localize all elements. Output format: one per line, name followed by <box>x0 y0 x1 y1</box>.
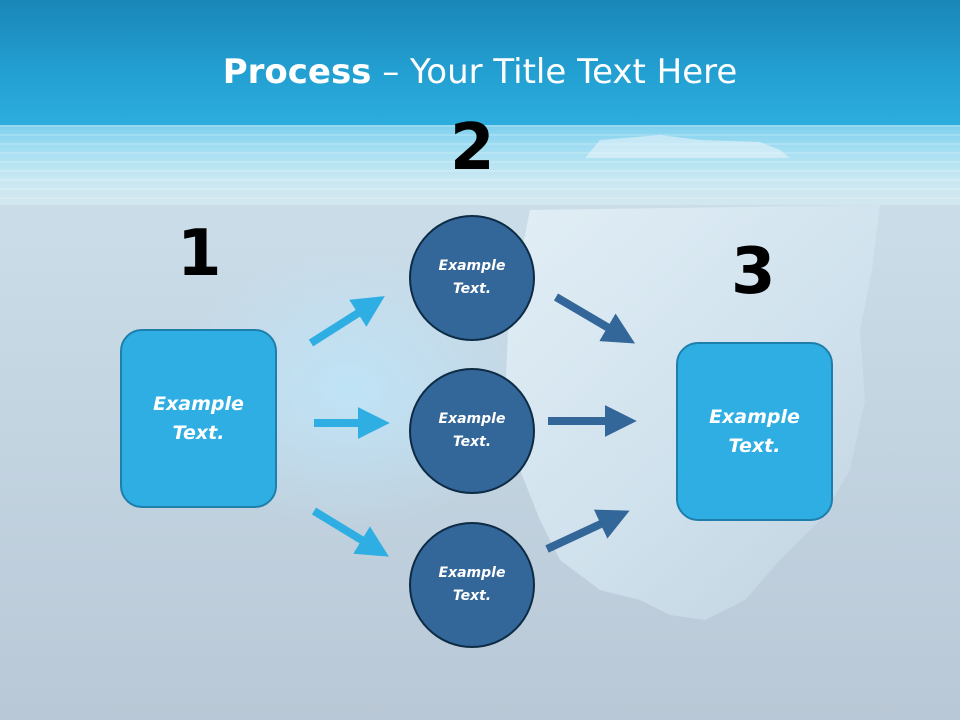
circle-middle: Example Text. <box>409 368 535 494</box>
arrow-left-to-top <box>308 296 385 347</box>
circle-top: Example Text. <box>409 215 535 341</box>
left-box: Example Text. <box>120 329 277 508</box>
circle-top-label: Example Text. <box>438 258 506 297</box>
sky-background <box>0 0 960 135</box>
right-box-label: Example Text. <box>709 405 800 457</box>
title-rest: – Your Title Text Here <box>371 52 738 92</box>
left-box-label: Example Text. <box>153 392 244 444</box>
arrow-bottom-to-right <box>545 509 630 553</box>
arrow-left-to-bottom <box>311 507 389 557</box>
slide-title: Process – Your Title Text Here <box>0 52 960 92</box>
arrow-top-to-right <box>553 293 636 344</box>
title-bold: Process <box>222 52 372 92</box>
step-number-3: 3 <box>731 235 776 309</box>
circle-middle-label: Example Text. <box>438 411 506 450</box>
step-number-1: 1 <box>177 217 222 291</box>
sea-surface <box>0 125 960 215</box>
circle-bottom-label: Example Text. <box>438 565 506 604</box>
iceberg-tip <box>585 135 790 158</box>
right-box: Example Text. <box>676 342 833 521</box>
circle-bottom: Example Text. <box>409 522 535 648</box>
step-number-2: 2 <box>450 111 495 185</box>
